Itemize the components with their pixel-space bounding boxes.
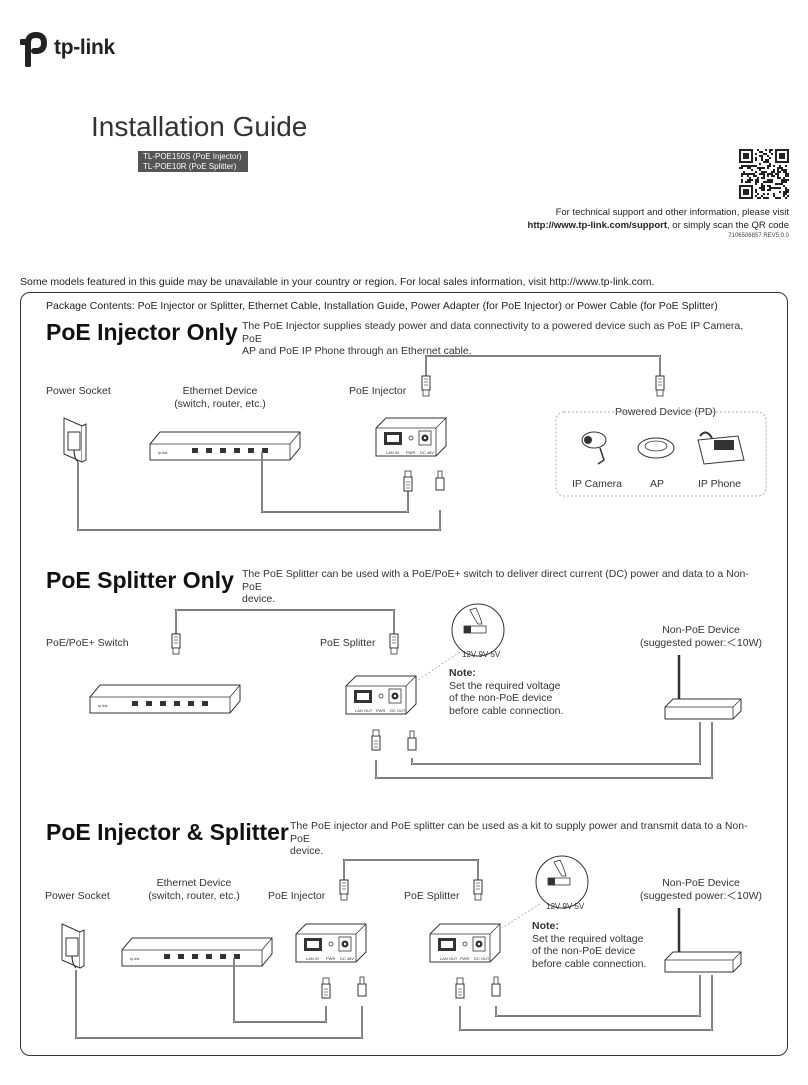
kit-nonpoe-router-icon (663, 906, 743, 974)
port-dc-out: DC OUT (390, 708, 406, 713)
kit-nonpoe-line2: (suggested power:＜10W) (640, 889, 762, 902)
label-nonpoe-device: Non-PoE Device (suggested power:＜10W) (636, 624, 766, 649)
note-title: Note: (449, 667, 476, 679)
port-lan-out: LAN OUT (355, 708, 373, 713)
kit-note-line2: of the non-PoE device (532, 945, 636, 957)
model-tag-injector: TL-POE150S (PoE Injector) (138, 151, 248, 162)
kit-note: Note: Set the required voltage of the no… (532, 920, 646, 970)
voltage-switch-icon (451, 603, 505, 657)
kit-ethernet-line1: Ethernet Device (156, 877, 232, 889)
nonpoe-label-line2: (suggested power:＜10W) (640, 636, 762, 649)
kit-label-power-socket: Power Socket (45, 890, 110, 902)
section-title-kit: PoE Injector & Splitter (46, 819, 289, 845)
label-ip-camera: IP Camera (572, 478, 622, 490)
access-point-icon (637, 437, 675, 459)
kit-splitter-port-pwr: PWR (460, 956, 469, 961)
splitter-desc-line2: device. (242, 593, 276, 605)
power-socket-icon (63, 417, 87, 463)
note-line1: Set the required voltage (449, 679, 561, 692)
kit-label-nonpoe-device: Non-PoE Device (suggested power:＜10W) (636, 877, 766, 902)
ethernet-label-line1: Ethernet Device (182, 385, 258, 397)
port-dc48v: DC 48V (420, 450, 434, 455)
ethernet-device-icon (149, 431, 301, 461)
support-line1: For technical support and other informat… (555, 207, 789, 218)
ip-camera-icon (581, 431, 607, 465)
kit-port-dc48v: DC 48V (340, 956, 354, 961)
kit-note-title: Note: (532, 920, 559, 932)
kit-diagram: LAN IN PWR DC 48V LAN OUT PWR DC OUT 12V… (61, 855, 743, 1039)
kit-desc-line1: The PoE injector and PoE splitter can be… (290, 820, 748, 845)
section-title-injector: PoE Injector Only (46, 319, 238, 345)
splitter-port-pwr: PWR (376, 708, 385, 713)
kit-port-dc-out: DC OUT (474, 956, 490, 961)
ethernet-label-line2: (switch, router, etc.) (174, 397, 266, 410)
disclaimer: Some models featured in this guide may b… (20, 276, 655, 288)
kit-voltage-switch-icon (535, 855, 589, 909)
kit-port-lan-out: LAN OUT (440, 956, 458, 961)
nonpoe-router-icon (663, 653, 743, 721)
note-line2: of the non-PoE device (449, 692, 553, 704)
section-desc-kit: The PoE injector and PoE splitter can be… (290, 820, 760, 858)
voltage-options: 12V 9V 5V (462, 650, 501, 659)
section-desc-splitter: The PoE Splitter can be used with a PoE/… (242, 568, 762, 606)
kit-desc-line2: device. (290, 845, 324, 857)
injector-desc-line1: The PoE Injector supplies steady power a… (242, 320, 744, 345)
kit-note-line3: before cable connection. (532, 957, 647, 970)
document-number: 7106506857 REV5.0.0 (728, 233, 789, 239)
kit-port-pwr: PWR (326, 956, 335, 961)
label-ap: AP (650, 478, 665, 490)
label-ip-phone: IP Phone (698, 478, 742, 490)
model-tag-splitter: TL-POE10R (PoE Splitter) (138, 161, 248, 172)
kit-nonpoe-line1: Non-PoE Device (662, 877, 740, 889)
tp-link-logo-icon (20, 31, 48, 67)
label-poe-switch: PoE/PoE+ Switch (46, 637, 129, 649)
support-line2: http://www.tp-link.com/support, or simpl… (528, 219, 789, 232)
section-desc-injector: The PoE Injector supplies steady power a… (242, 320, 762, 358)
port-pwr: PWR (406, 450, 415, 455)
injector-diagram: LAN IN PWR DC 48V (63, 355, 767, 531)
kit-power-socket-icon (61, 923, 85, 969)
support-link[interactable]: http://www.tp-link.com/support (527, 220, 668, 231)
qr-code-icon[interactable] (739, 149, 789, 199)
note-line3: before cable connection. (449, 704, 564, 717)
page-title: Installation Guide (91, 111, 308, 142)
brand-logo: tp-link (18, 28, 115, 68)
ip-phone-icon (697, 431, 745, 465)
label-power-socket: Power Socket (46, 385, 111, 397)
injector-desc-line2: AP and PoE IP Phone through an Ethernet … (242, 345, 472, 357)
splitter-diagram: LAN OUT PWR DC OUT 12V 9V 5V (89, 603, 743, 779)
package-contents: Package Contents: PoE Injector or Splitt… (46, 300, 718, 312)
nonpoe-label-line1: Non-PoE Device (662, 624, 740, 636)
kit-note-line1: Set the required voltage (532, 932, 644, 945)
support-text: For technical support and other informat… (528, 206, 789, 232)
brand-name: tp-link (54, 36, 115, 59)
kit-label-ethernet-device: Ethernet Device (switch, router, etc.) (134, 877, 254, 902)
kit-voltage-options: 12V 9V 5V (546, 902, 585, 911)
section-title-splitter: PoE Splitter Only (46, 567, 234, 593)
label-poe-injector: PoE Injector (349, 385, 407, 397)
poe-switch-icon (89, 684, 241, 714)
port-lan-in: LAN IN (386, 450, 399, 455)
kit-label-poe-injector: PoE Injector (268, 890, 326, 902)
splitter-desc-line1: The PoE Splitter can be used with a PoE/… (242, 568, 749, 593)
kit-label-poe-splitter: PoE Splitter (404, 890, 460, 902)
label-poe-splitter: PoE Splitter (320, 637, 376, 649)
kit-ethernet-line2: (switch, router, etc.) (148, 889, 240, 902)
support-suffix: , or simply scan the QR code (667, 220, 789, 231)
label-ethernet-device: Ethernet Device (switch, router, etc.) (160, 385, 280, 410)
kit-ethernet-device-icon (121, 937, 273, 967)
kit-port-lan-in: LAN IN (306, 956, 319, 961)
content-frame (20, 292, 788, 1056)
splitter-note: Note: Set the required voltage of the no… (449, 667, 563, 717)
